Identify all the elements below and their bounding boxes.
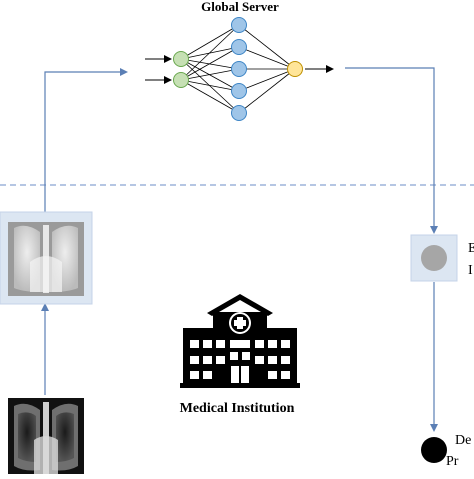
- right-label-lower-2: Pr: [446, 454, 459, 469]
- network-edge-8: [180, 79, 240, 92]
- model-node-gray: [421, 245, 447, 271]
- network-edge-2: [180, 58, 240, 70]
- hospital-icon: [180, 294, 300, 388]
- upload-arrow-line: [44, 68, 128, 212]
- global-server-title: Global Server: [201, 0, 279, 14]
- neural-network: [173, 17, 303, 121]
- hidden-node-4: [231, 83, 247, 99]
- prediction-node: [421, 437, 447, 463]
- hidden-node-2: [231, 39, 247, 55]
- network-edge-7: [180, 68, 240, 81]
- download-arrow-line: [345, 67, 438, 234]
- network-edge-13: [238, 68, 296, 92]
- network-edge-3: [180, 58, 240, 92]
- hidden-node-5: [231, 105, 247, 121]
- output-node-1: [287, 61, 303, 77]
- input-node-1: [173, 51, 189, 67]
- network-edge-5: [180, 24, 240, 81]
- input-node-2: [173, 72, 189, 88]
- chest-xray-processed-icon: [0, 211, 93, 305]
- chest-xray-raw-icon: [8, 398, 84, 474]
- network-edge-10: [238, 24, 296, 70]
- right-label-upper-1: E: [468, 241, 474, 256]
- network-nodes: [173, 17, 303, 121]
- network-edge-9: [180, 79, 240, 114]
- medical-institution-label: Medical Institution: [180, 401, 295, 416]
- right-label-lower-1: De: [455, 433, 471, 448]
- global-model-node-panel: [410, 234, 458, 282]
- network-edge-6: [180, 46, 240, 81]
- network-connections: [180, 24, 296, 114]
- network-edge-4: [180, 58, 240, 114]
- network-edge-11: [238, 46, 296, 70]
- hidden-node-3: [231, 61, 247, 77]
- network-edge-14: [238, 68, 296, 114]
- network-edge-0: [180, 24, 240, 60]
- hidden-node-1: [231, 17, 247, 33]
- right-label-upper-2: I: [468, 263, 473, 278]
